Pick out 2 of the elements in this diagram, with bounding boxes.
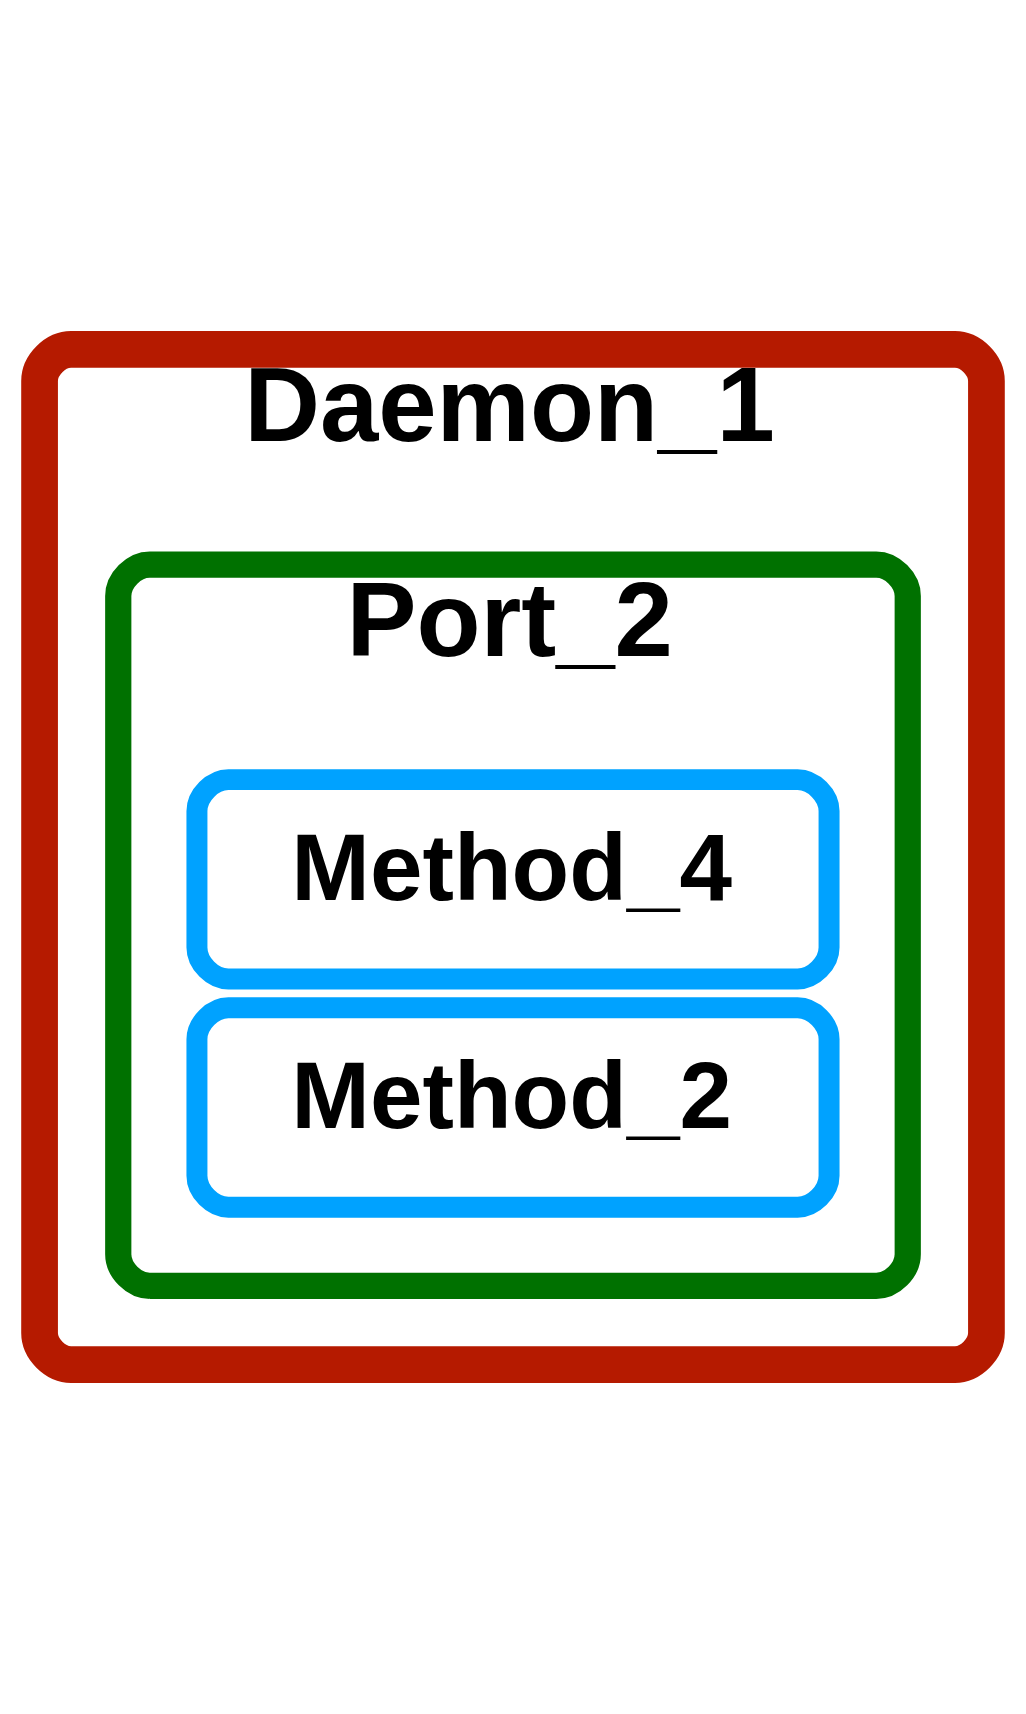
node-box: Method_2 [186,997,840,1218]
node-box: Method_4 [186,769,840,990]
